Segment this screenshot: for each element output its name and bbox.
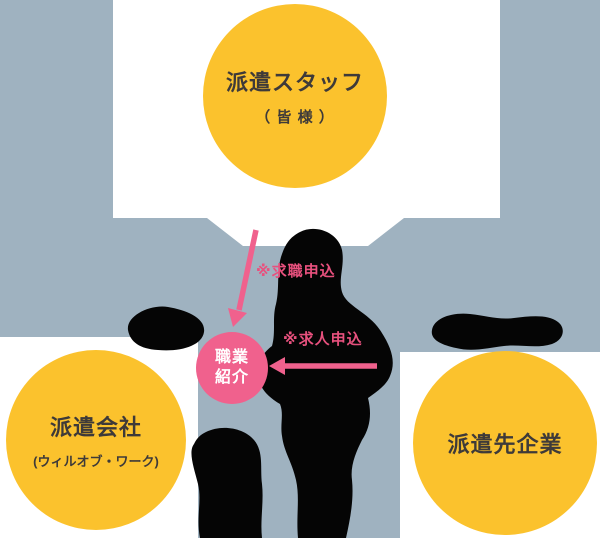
node-job-placement: 職業 紹介 bbox=[196, 332, 268, 404]
label-job-seeking: ※求職申込 bbox=[256, 263, 336, 280]
node-client-company: 派遣先企業 bbox=[413, 351, 597, 535]
job-seeking-arrow-icon bbox=[228, 229, 259, 327]
label-job-offer: ※求人申込 bbox=[283, 331, 363, 348]
node-dispatch-agency: 派遣会社 (ウィルオブ・ワーク) bbox=[6, 350, 186, 530]
ink-blob-bottom-left bbox=[191, 427, 263, 538]
node-dispatch-staff: 派遣スタッフ （ 皆 様 ） bbox=[203, 4, 387, 188]
node-job-placement-line1: 職業 bbox=[214, 349, 249, 366]
node-dispatch-agency-subtitle: (ウィルオブ・ワーク) bbox=[33, 454, 159, 469]
ink-blob-right-band bbox=[431, 313, 563, 350]
node-dispatch-agency-title: 派遣会社 bbox=[49, 415, 142, 440]
node-dispatch-staff-subtitle: （ 皆 様 ） bbox=[255, 109, 335, 126]
node-job-placement-line2: 紹介 bbox=[214, 369, 249, 386]
node-dispatch-staff-title: 派遣スタッフ bbox=[225, 70, 364, 95]
job-offer-arrow-icon bbox=[269, 357, 377, 375]
ink-blob-left bbox=[127, 306, 205, 351]
node-client-company-title: 派遣先企業 bbox=[447, 432, 563, 457]
